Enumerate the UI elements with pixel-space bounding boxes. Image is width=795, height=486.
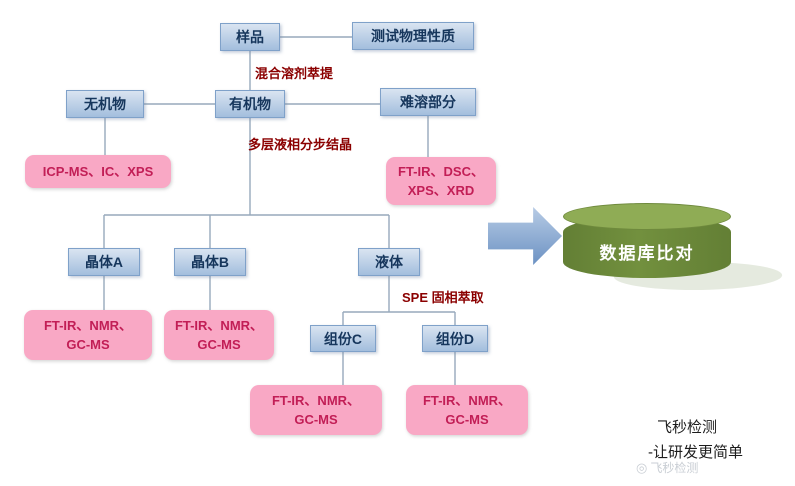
methods-crystal-b-line1: FT-IR、NMR、: [174, 317, 264, 333]
methods-crystal-b: FT-IR、NMR、 GC-MS: [164, 310, 274, 360]
methods-insoluble-line2: XPS、XRD: [407, 183, 475, 198]
methods-inorganic-line: ICP-MS、IC、XPS: [42, 163, 154, 179]
node-crystal-a: 晶体A: [68, 248, 140, 276]
database-cylinder: 数据库比对: [563, 203, 731, 287]
methods-inorganic: ICP-MS、IC、XPS: [25, 155, 171, 188]
node-physical-test: 测试物理性质: [352, 22, 474, 50]
node-sample: 样品: [220, 23, 280, 51]
database-label: 数据库比对: [599, 244, 695, 263]
methods-crystal-a-line1: FT-IR、NMR、: [43, 317, 133, 333]
node-insoluble: 难溶部分: [380, 88, 476, 116]
methods-component-d: FT-IR、NMR、 GC-MS: [406, 385, 528, 435]
methods-crystal-a-line2: GC-MS: [66, 337, 110, 352]
watermark-logo-icon: ◎: [636, 459, 648, 475]
methods-component-c: FT-IR、NMR、 GC-MS: [250, 385, 382, 435]
node-component-d: 组份D: [422, 325, 488, 352]
node-component-c: 组份C: [310, 325, 376, 352]
methods-crystal-a: FT-IR、NMR、 GC-MS: [24, 310, 152, 360]
methods-insoluble: FT-IR、DSC、 XPS、XRD: [386, 157, 496, 205]
methods-component-c-line1: FT-IR、NMR、: [271, 392, 361, 408]
methods-crystal-b-line2: GC-MS: [197, 337, 241, 352]
methods-component-d-line1: FT-IR、NMR、: [422, 392, 512, 408]
label-fractional-crystallization: 多层液相分步结晶: [248, 137, 353, 152]
label-solvent-extraction: 混合溶剂萃提: [255, 66, 334, 81]
watermark-text: 飞秒检测: [650, 461, 699, 475]
methods-insoluble-line1: FT-IR、DSC、: [398, 163, 484, 179]
label-spe-extraction: SPE 固相萃取: [402, 290, 484, 305]
methods-component-d-line2: GC-MS: [445, 412, 489, 427]
node-inorganic: 无机物: [66, 90, 144, 118]
brand-slogan: -让研发更简单: [648, 444, 743, 461]
database-cylinder-top: [563, 203, 731, 230]
node-liquid: 液体: [358, 248, 420, 276]
brand-name: 飞秒检测: [657, 419, 718, 436]
watermark: ◎ 飞秒检测: [636, 459, 698, 476]
methods-component-c-line2: GC-MS: [294, 412, 338, 427]
node-organic: 有机物: [215, 90, 285, 118]
node-crystal-b: 晶体B: [174, 248, 246, 276]
